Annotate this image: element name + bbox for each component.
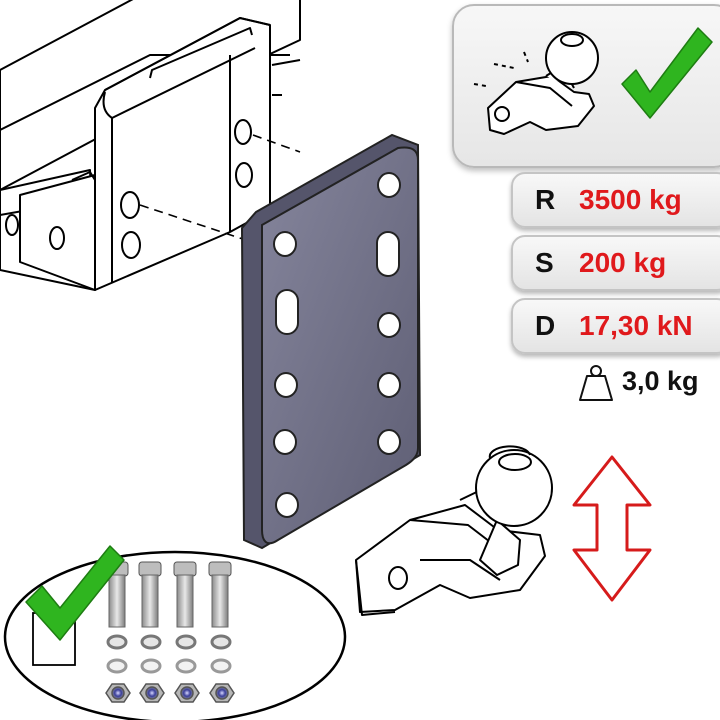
spec-row-r: R 3500 kg <box>511 172 720 228</box>
tow-ball-icon <box>473 31 599 135</box>
up-down-arrow-icon <box>572 455 652 602</box>
spec-row-s: S 200 kg <box>511 235 720 291</box>
spec-value: 200 kg <box>579 247 667 278</box>
tow-ball-hitch <box>355 445 553 616</box>
bolt <box>208 561 232 628</box>
weight-icon <box>579 365 613 401</box>
washer <box>106 634 232 650</box>
spec-letter: D <box>535 310 556 341</box>
bolt <box>138 561 162 628</box>
vehicle-chassis-drawing <box>0 0 301 291</box>
mounting-plate <box>240 133 422 550</box>
spec-row-d: D 17,30 kN <box>511 298 720 354</box>
checkmark-icon <box>25 545 125 641</box>
bolt <box>173 561 197 628</box>
spec-value: 3500 kg <box>579 184 682 215</box>
spring-washer <box>106 658 232 674</box>
spec-letter: S <box>535 247 554 278</box>
tow-ball-card <box>452 4 720 168</box>
spec-value: 17,30 kN <box>579 310 693 341</box>
checkmark-icon <box>621 27 713 119</box>
weight-value: 3,0 kg <box>622 366 699 396</box>
lock-nut <box>105 683 235 703</box>
hardware-kit <box>3 545 347 720</box>
alignment-lines <box>139 134 301 249</box>
spec-letter: R <box>535 184 556 215</box>
